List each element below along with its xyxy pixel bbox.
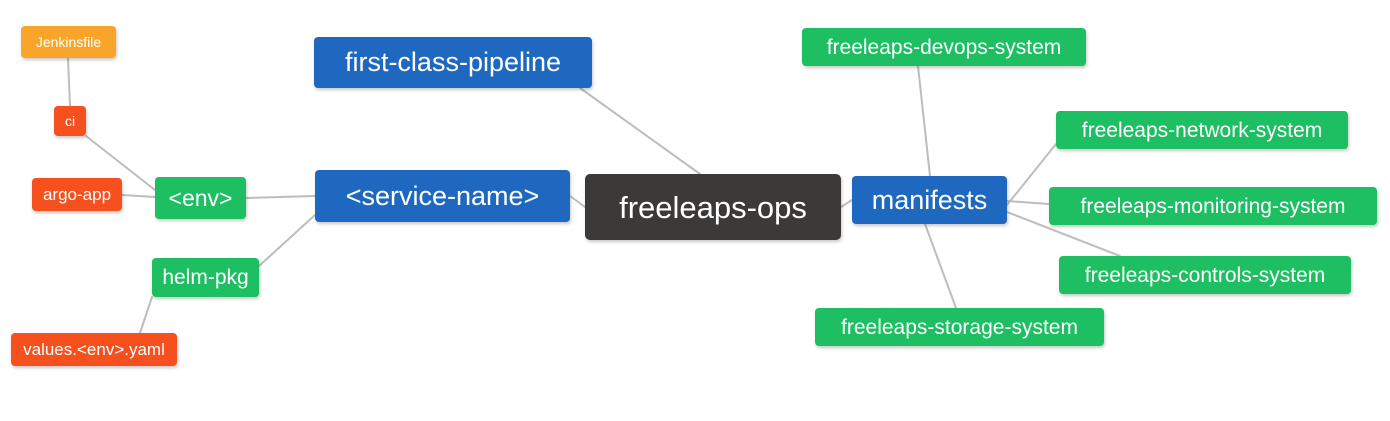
node-root[interactable]: freeleaps-ops — [585, 174, 841, 240]
edge-root-to-svc — [569, 195, 586, 208]
node-ci[interactable]: ci — [54, 106, 86, 136]
node-pipeline[interactable]: first-class-pipeline — [314, 37, 592, 88]
node-values[interactable]: values.<env>.yaml — [11, 333, 177, 366]
node-storage[interactable]: freeleaps-storage-system — [815, 308, 1104, 346]
node-svc[interactable]: <service-name> — [315, 170, 570, 222]
edge-manifests-to-storage — [924, 223, 957, 309]
edge-svc-to-env — [245, 195, 316, 199]
edge-root-to-manifests — [840, 199, 853, 208]
node-argo[interactable]: argo-app — [32, 178, 122, 211]
node-helm[interactable]: helm-pkg — [152, 258, 259, 297]
edge-manifests-to-devops — [917, 65, 931, 177]
node-manifests[interactable]: manifests — [852, 176, 1007, 224]
node-jenkins[interactable]: Jenkinsfile — [21, 26, 116, 58]
edge-env-to-argo — [121, 194, 156, 198]
edge-pipeline-to-root — [579, 87, 701, 175]
edge-helm-to-values — [139, 296, 153, 334]
node-monitoring[interactable]: freeleaps-monitoring-system — [1049, 187, 1377, 225]
node-controls[interactable]: freeleaps-controls-system — [1059, 256, 1351, 294]
node-devops[interactable]: freeleaps-devops-system — [802, 28, 1086, 66]
edge-manifests-to-monitoring — [1006, 200, 1050, 205]
node-network[interactable]: freeleaps-network-system — [1056, 111, 1348, 149]
node-env[interactable]: <env> — [155, 177, 246, 219]
edge-svc-to-helm — [258, 214, 316, 267]
edge-ci-to-jenkins — [67, 57, 71, 107]
